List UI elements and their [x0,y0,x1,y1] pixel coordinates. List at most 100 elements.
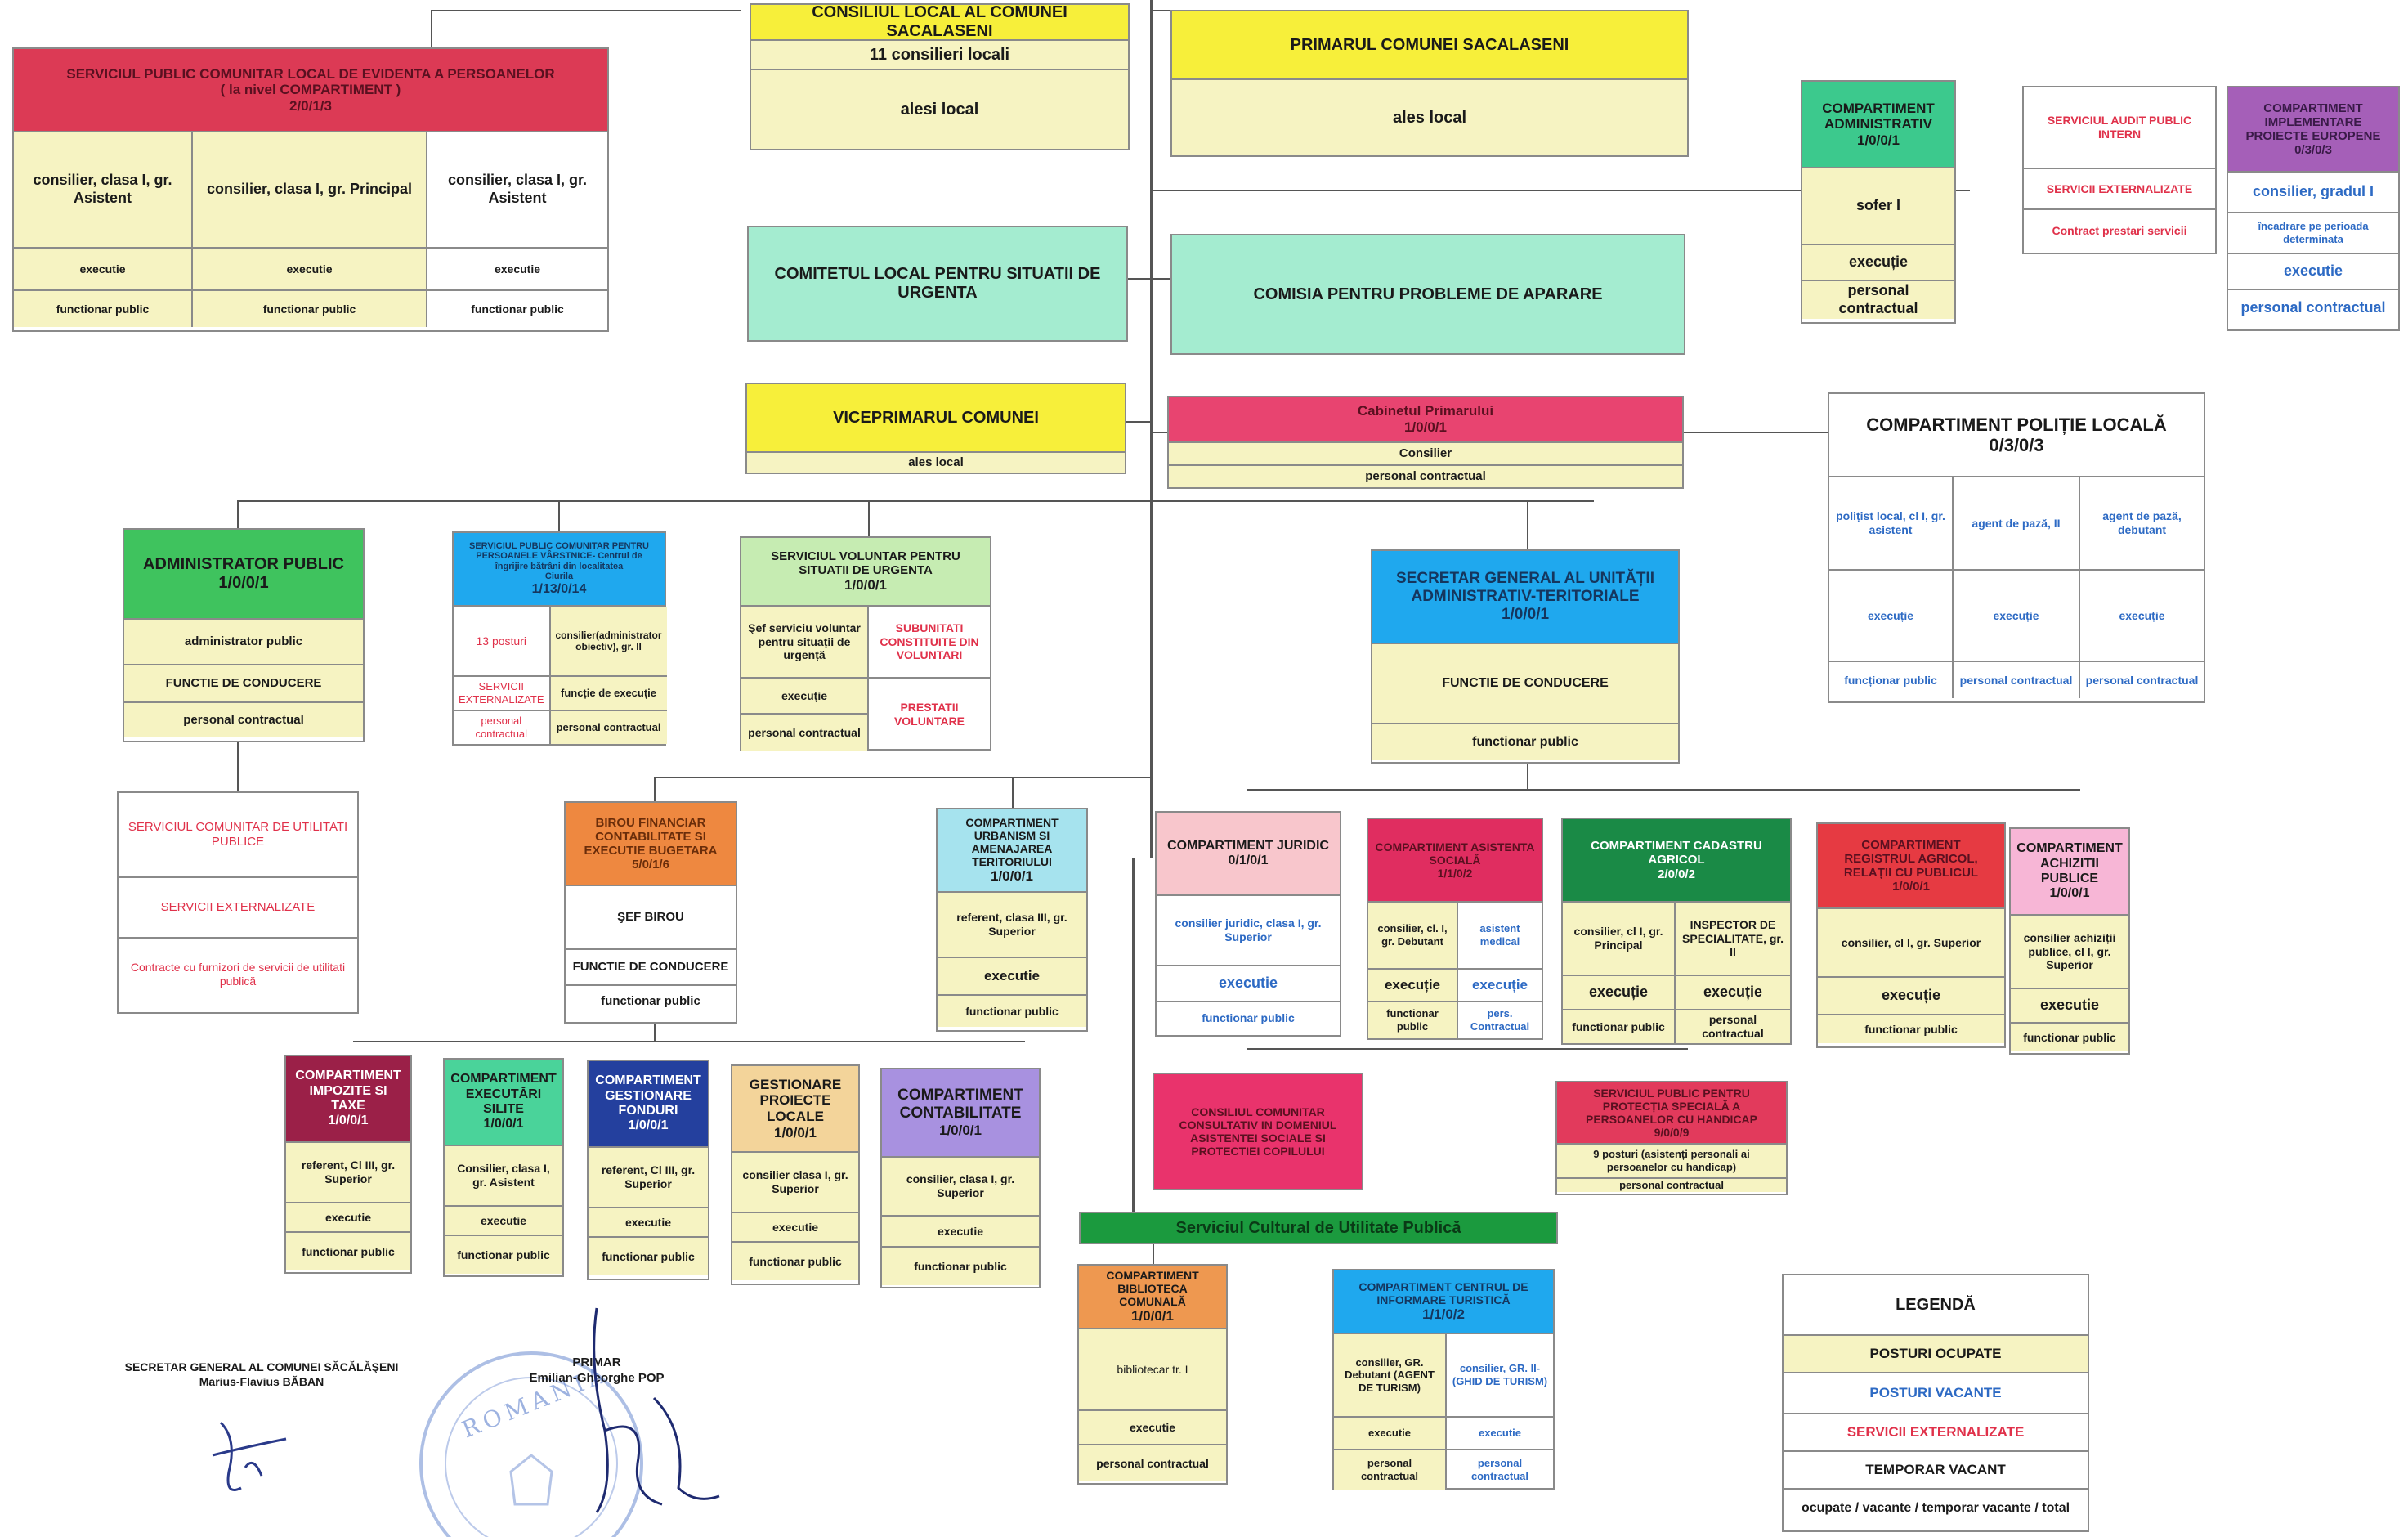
cadastru-right-2: execuție [1676,975,1790,1009]
evidenta-post-2: consilier, clasa I, gr. Principal [191,132,426,247]
comisia-box: COMISIA PENTRU PROBLEME DE APARARE [1170,234,1685,355]
cabinet-box: Cabinetul Primarului 1/0/0/1 Consilier p… [1167,396,1684,489]
contabilitate-exec: executie [882,1215,1039,1246]
impozite-title: COMPARTIMENT IMPOZITE SI TAXE [295,1069,401,1113]
varstnice-right-2: funcție de execuție [550,675,667,710]
consultativ-box: CONSILIUL COMUNITAR CONSULTATIV IN DOMEN… [1153,1073,1363,1190]
signature-secretar-name: Marius-Flavius BĂBAN [199,1374,324,1388]
asistenta-left-1: consilier, cl. I, gr. Debutant [1368,903,1457,968]
fonduri-type: functionar public [589,1236,708,1275]
proiecte-eu-exec: executie [2228,253,2398,289]
achizitii-post: consilier achiziții publice, cl I, gr. S… [2011,914,2128,988]
voluntar-left-3: personal contractual [741,713,867,751]
cadastru-title: COMPARTIMENT CADASTRU AGRICOL [1591,839,1762,867]
handicap-box: SERVICIUL PUBLIC PENTRU PROTECȚIA SPECIA… [1555,1081,1788,1195]
politie-exec-3: execuție [2079,571,2204,661]
birou-type: functionar public [566,984,736,1017]
biblioteca-exec: executie [1079,1409,1226,1444]
voluntar-box: SERVICIUL VOLUNTAR PENTRU SITUATII DE UR… [740,536,991,751]
politie-exec-1: execuție [1867,608,1914,622]
voluntar-title: SERVICIUL VOLUNTAR PENTRU SITUATII DE UR… [771,549,960,578]
cadastru-right-1: INSPECTOR DE SPECIALITATE, gr. II [1676,903,1790,975]
gestionare-code: 1/0/0/1 [774,1124,817,1140]
executari-code: 1/0/0/1 [483,1117,524,1131]
signature-secretar: SECRETAR GENERAL AL COMUNEI SĂCĂLĂŞENI M… [98,1360,425,1389]
vice-connector [1126,421,1151,423]
voluntar-left-1: Şef serviciu voluntar pentru situații de… [741,607,867,677]
urbanism-code: 1/0/0/1 [991,868,1033,885]
gestionare-title: GESTIONARE PROIECTE LOCALE [749,1076,842,1124]
impozite-header: COMPARTIMENT IMPOZITE SI TAXE 1/0/0/1 [286,1056,410,1141]
consiliu-local-body: alesi local [751,69,1128,149]
impozite-code: 1/0/0/1 [328,1114,369,1128]
gestionare-exec: executie [732,1212,858,1241]
secretar-children-drop [1527,764,1528,789]
consiliu-local-box: CONSILIUL LOCAL AL COMUNEI SACALASENI 11… [750,3,1130,150]
utilitati-title: SERVICIUL COMUNITAR DE UTILITATI PUBLICE [128,820,348,849]
handicap-type: personal contractual [1557,1177,1786,1192]
turism-code: 1/1/0/2 [1422,1306,1465,1323]
impozite-box: COMPARTIMENT IMPOZITE SI TAXE 1/0/0/1 re… [284,1055,412,1274]
evidenta-posts-row: consilier, clasa I, gr. Asistent consili… [14,131,607,247]
viceprimar-box: VICEPRIMARUL COMUNEI ales local [745,383,1126,474]
cadastru-left-1: consilier, cl I, gr. Principal [1563,903,1674,975]
proiecte-eu-box: COMPARTIMENT IMPLEMENTARE PROIECTE EUROP… [2227,86,2400,331]
cadastru-left-2: execuție [1563,975,1674,1009]
juridic-box: COMPARTIMENT JURIDIC 0/1/0/1 consilier j… [1155,811,1341,1037]
impozite-post: referent, Cl III, gr. Superior [286,1141,410,1202]
proiecte-eu-post: consilier, gradul I [2228,171,2398,212]
administrativ-post: sofer I [1802,167,1954,244]
handicap-post: 9 posturi (asistenți personali ai persoa… [1557,1143,1786,1177]
admin-public-title: ADMINISTRATOR PUBLIC [143,555,344,573]
birou-header: BIROU FINANCIAR CONTABILITATE SI EXECUTI… [566,803,736,885]
cultural-box: Serviciul Cultural de Utilitate Publică [1079,1212,1558,1244]
secretar-header: SECRETAR GENERAL AL UNITĂȚII ADMINISTRAT… [1372,551,1678,643]
executari-box: COMPARTIMENT EXECUTĂRI SILITE 1/0/0/1 Co… [443,1058,564,1277]
administrativ-exec: execuție [1802,244,1954,280]
executari-title: COMPARTIMENT EXECUTĂRI SILITE [450,1072,557,1116]
varstnice-code: 1/13/0/14 [531,582,587,597]
cabinet-type: personal contractual [1169,464,1682,487]
turism-box: COMPARTIMENT CENTRUL DE INFORMARE TURIST… [1332,1269,1555,1490]
secretar-box: SECRETAR GENERAL AL UNITĂȚII ADMINISTRAT… [1371,549,1680,764]
politie-type-2: personal contractual [1952,662,2079,698]
finance-connector [353,1041,1025,1042]
executari-post: Consilier, clasa I, gr. Asistent [445,1145,562,1205]
achizitii-header: COMPARTIMENT ACHIZITII PUBLICE 1/0/0/1 [2011,829,2128,914]
level3-drop-voluntar [868,500,870,537]
gestionare-type: functionar public [732,1241,858,1280]
cabinet-code: 1/0/0/1 [1404,419,1447,435]
signature-primar-scribble [593,1307,720,1513]
comitet-title: COMITETUL LOCAL PENTRU SITUATII DE URGEN… [774,265,1101,302]
signature-secretar-role: SECRETAR GENERAL AL COMUNEI SĂCĂLĂŞENI [124,1360,399,1373]
contabilitate-title: COMPARTIMENT CONTABILITATE [897,1087,1023,1123]
legend-externalizate: SERVICII EXTERNALIZATE [1784,1413,2088,1450]
urbanism-box: COMPARTIMENT URBANISM SI AMENAJAREA TERI… [936,808,1088,1032]
varstnice-header: SERVICIUL PUBLIC COMUNITAR PENTRU PERSOA… [454,533,665,605]
secretar-type: functionar public [1372,723,1678,760]
evidenta-exec-3: executie [426,249,607,289]
voluntar-header: SERVICIUL VOLUNTAR PENTRU SITUATII DE UR… [741,538,990,605]
evidenta-title: SERVICIUL PUBLIC COMUNITAR LOCAL DE EVID… [66,65,555,82]
official-stamp [419,1351,643,1537]
urbanism-header: COMPARTIMENT URBANISM SI AMENAJAREA TERI… [938,809,1086,891]
voluntar-left-2: execuție [741,677,867,713]
cultural-to-biblioteca [1153,1244,1154,1264]
juridic-post: consilier juridic, clasa I, gr. Superior [1157,894,1340,965]
top-connector [431,10,741,11]
legend-ocupate: POSTURI OCUPATE [1784,1334,2088,1372]
fonduri-post: referent, Cl III, gr. Superior [589,1146,708,1207]
birou-down [654,1024,656,1042]
evidenta-post-1: consilier, clasa I, gr. Asistent [14,132,191,247]
primar-title: PRIMARUL COMUNEI SACALASENI [1172,11,1687,78]
urbanism-exec: executie [938,957,1086,994]
registru-code: 1/0/0/1 [1892,880,1930,894]
turism-header: COMPARTIMENT CENTRUL DE INFORMARE TURIST… [1334,1270,1553,1333]
proiecte-eu-note: încadrare pe perioada determinata [2228,212,2398,253]
urbanism-drop [1012,777,1014,809]
biblioteca-header: COMPARTIMENT BIBLIOTECA COMUNALĂ 1/0/0/1 [1079,1266,1226,1328]
level3-drop-varstnice [558,500,560,533]
executari-exec: executie [445,1205,562,1235]
administrativ-box: COMPARTIMENT ADMINISTRATIV 1/0/0/1 sofer… [1801,80,1956,324]
utilitati-box: SERVICIUL COMUNITAR DE UTILITATI PUBLICE… [117,791,359,1014]
